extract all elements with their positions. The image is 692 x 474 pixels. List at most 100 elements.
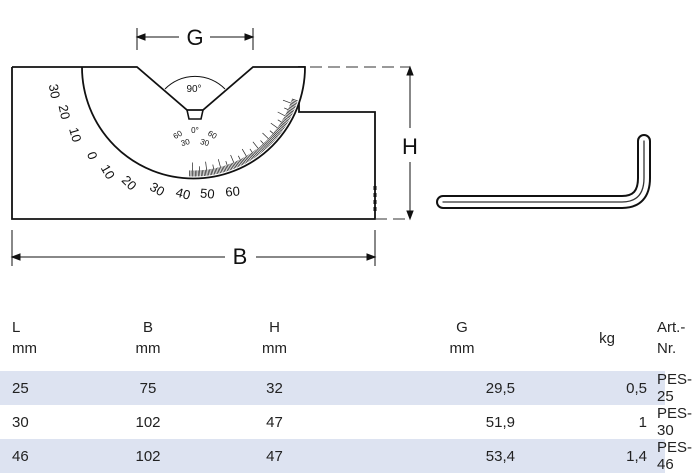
scale-tick [217, 159, 223, 173]
scale-tick [212, 164, 216, 175]
scale-outer-label: 30 [46, 83, 63, 100]
scale-outer-label: 30 [147, 179, 167, 199]
cell-kg: 1 [638, 413, 647, 431]
scale-tick [261, 144, 267, 150]
scale-tick [291, 99, 298, 103]
scale-tick [235, 161, 240, 167]
scale-tick [289, 105, 296, 109]
scale-tick [270, 135, 276, 140]
header-art-nr: Art.-Nr. [657, 319, 686, 357]
scale-tick [279, 124, 285, 128]
scale-tick [291, 98, 298, 102]
dimension-h-label: H [402, 134, 418, 159]
scale-tick [224, 165, 227, 172]
cell-b: 102 [84, 439, 212, 473]
scale-outer-label: 0 [84, 150, 101, 162]
scale-tick [289, 103, 296, 107]
table-row: 30 102 47 51,9 1 PES-30 [0, 405, 692, 439]
scale-inner-label: 0° [191, 126, 199, 135]
scale-tick [249, 148, 256, 158]
scale-tick [214, 168, 217, 175]
scale-tick [277, 126, 284, 131]
cell-g: 51,9 [485, 413, 515, 431]
scale-outer-label: 20 [119, 172, 140, 193]
cell-h: 32 [212, 371, 337, 405]
header-kg: kg [599, 329, 615, 347]
scale-tick [290, 101, 297, 105]
scale-tick [276, 128, 282, 133]
scale-tick [269, 136, 275, 141]
scale-tick [203, 169, 205, 177]
scale-inner-label: 30 [180, 137, 191, 148]
scale-tick [264, 142, 269, 148]
scale-tick [269, 130, 278, 138]
v-notch [186, 109, 204, 120]
scale-outer-label: 40 [174, 185, 192, 203]
scale-tick [204, 169, 207, 176]
scale-tick [230, 163, 234, 170]
scale-tick [283, 117, 289, 122]
dimension-b-label: B [233, 244, 248, 269]
scale-tick [259, 146, 265, 152]
scale-tick [217, 167, 220, 174]
dimension-b [10, 230, 377, 266]
scale-outer-label: 60 [225, 183, 241, 199]
scale-tick [260, 145, 266, 151]
scale-tick [284, 107, 294, 113]
scale-tick [286, 111, 293, 116]
scale-tick [258, 146, 264, 153]
scale-tick [237, 155, 244, 165]
scale-tick [282, 99, 297, 106]
scale-tick [278, 125, 285, 130]
scale-tick [228, 164, 231, 171]
dimension-g-label: G [186, 25, 203, 50]
scale-tick [265, 141, 270, 147]
scale-tick [285, 114, 291, 118]
cell-l: 25 [0, 371, 84, 405]
cell-g: 29,5 [337, 371, 527, 405]
scale-tick [229, 163, 233, 170]
cell-h: 47 [266, 413, 283, 431]
scale-tick [256, 148, 261, 154]
scale-tick [250, 152, 255, 159]
scale-tick [215, 167, 218, 174]
cell-kg: 1,4 [527, 439, 657, 473]
scale-tick [242, 157, 246, 164]
scale-tick [288, 106, 295, 110]
scale-tick [288, 107, 295, 111]
scale-tick [205, 161, 208, 176]
scale-tick [237, 160, 241, 167]
scale-tick [283, 116, 290, 121]
scale-tick [255, 149, 260, 155]
scale-tick [210, 169, 213, 176]
scale-tick [273, 131, 279, 137]
scale-tick [271, 134, 277, 139]
cell-b: 75 [84, 371, 212, 405]
scale-tick [209, 169, 211, 176]
scale-tick [225, 160, 230, 171]
scale-tick [275, 129, 281, 134]
scale-tick [267, 139, 272, 145]
scale-tick [202, 170, 204, 177]
scale-tick [207, 169, 210, 176]
cell-art-nr: PES-25 [657, 371, 692, 405]
cell-art-nr: PES-30 [657, 405, 692, 439]
scale-outer-label: 50 [200, 185, 216, 201]
scale-tick [249, 153, 254, 159]
angle-arc [164, 75, 226, 90]
scale-tick [243, 157, 248, 163]
scale-tick [225, 165, 229, 172]
scale-outer-label: 10 [98, 162, 118, 182]
cell-g: 53,4 [337, 439, 527, 473]
scale-tick [238, 159, 242, 166]
angle-scale-ticks [189, 98, 298, 177]
scale-tick [253, 151, 258, 157]
scale-tick [198, 166, 201, 177]
scale-tick [274, 130, 280, 136]
